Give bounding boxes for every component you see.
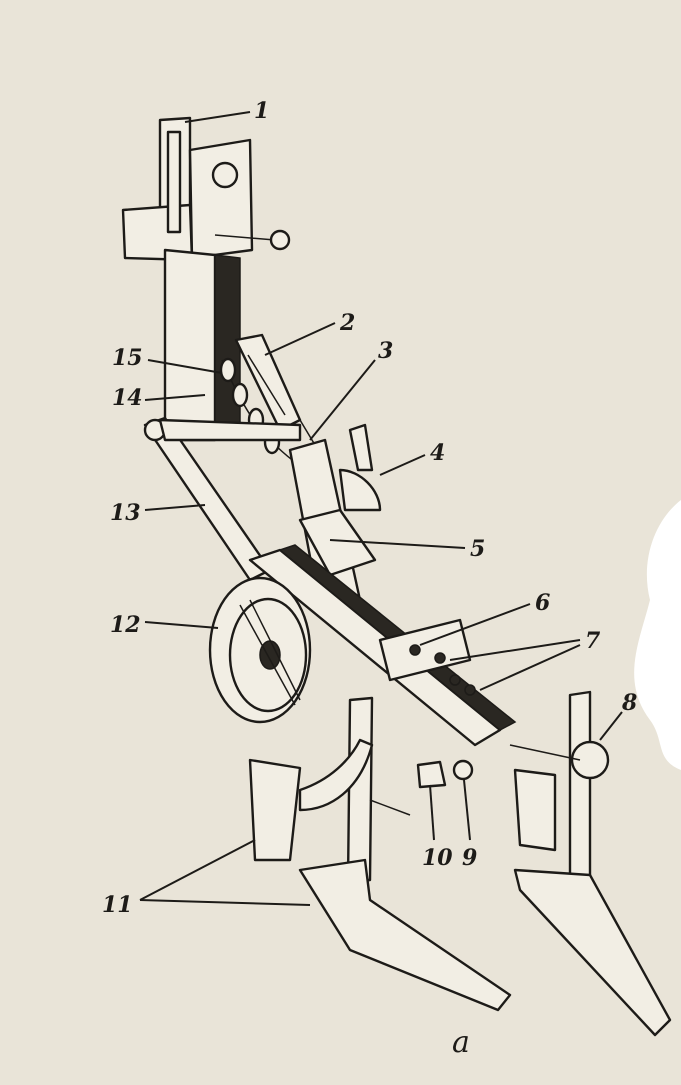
callout-2: 2 (339, 310, 355, 336)
torn-paper-edge (634, 500, 681, 770)
callout-5: 5 (470, 536, 485, 562)
clamp-parts (416, 759, 474, 789)
callout-3: 3 (378, 338, 393, 364)
tines-and-shovels (248, 696, 512, 1012)
link-arm (143, 416, 302, 582)
callout-15: 15 (112, 345, 143, 371)
callout-11: 11 (102, 892, 133, 918)
figure-caption: a (452, 1025, 470, 1060)
callout-8: 8 (621, 690, 637, 716)
callout-6: 6 (535, 590, 550, 616)
side-tine (509, 690, 672, 1037)
callout-10: 10 (422, 845, 453, 871)
callout-labels: 1 2 3 4 5 6 7 8 9 10 11 12 13 14 15 (102, 98, 637, 918)
depth-wheel (208, 576, 312, 724)
leader-lines (139, 111, 623, 906)
callout-13: 13 (110, 500, 141, 526)
callout-12: 12 (110, 612, 141, 638)
mounting-bracket (121, 116, 291, 262)
callout-4: 4 (430, 440, 445, 466)
chain-and-turnbuckle (219, 333, 319, 473)
callout-1: 1 (254, 98, 269, 124)
vertical-post (163, 248, 241, 442)
callout-9: 9 (462, 845, 477, 871)
callout-14: 14 (112, 385, 143, 411)
callout-7: 7 (585, 628, 601, 654)
